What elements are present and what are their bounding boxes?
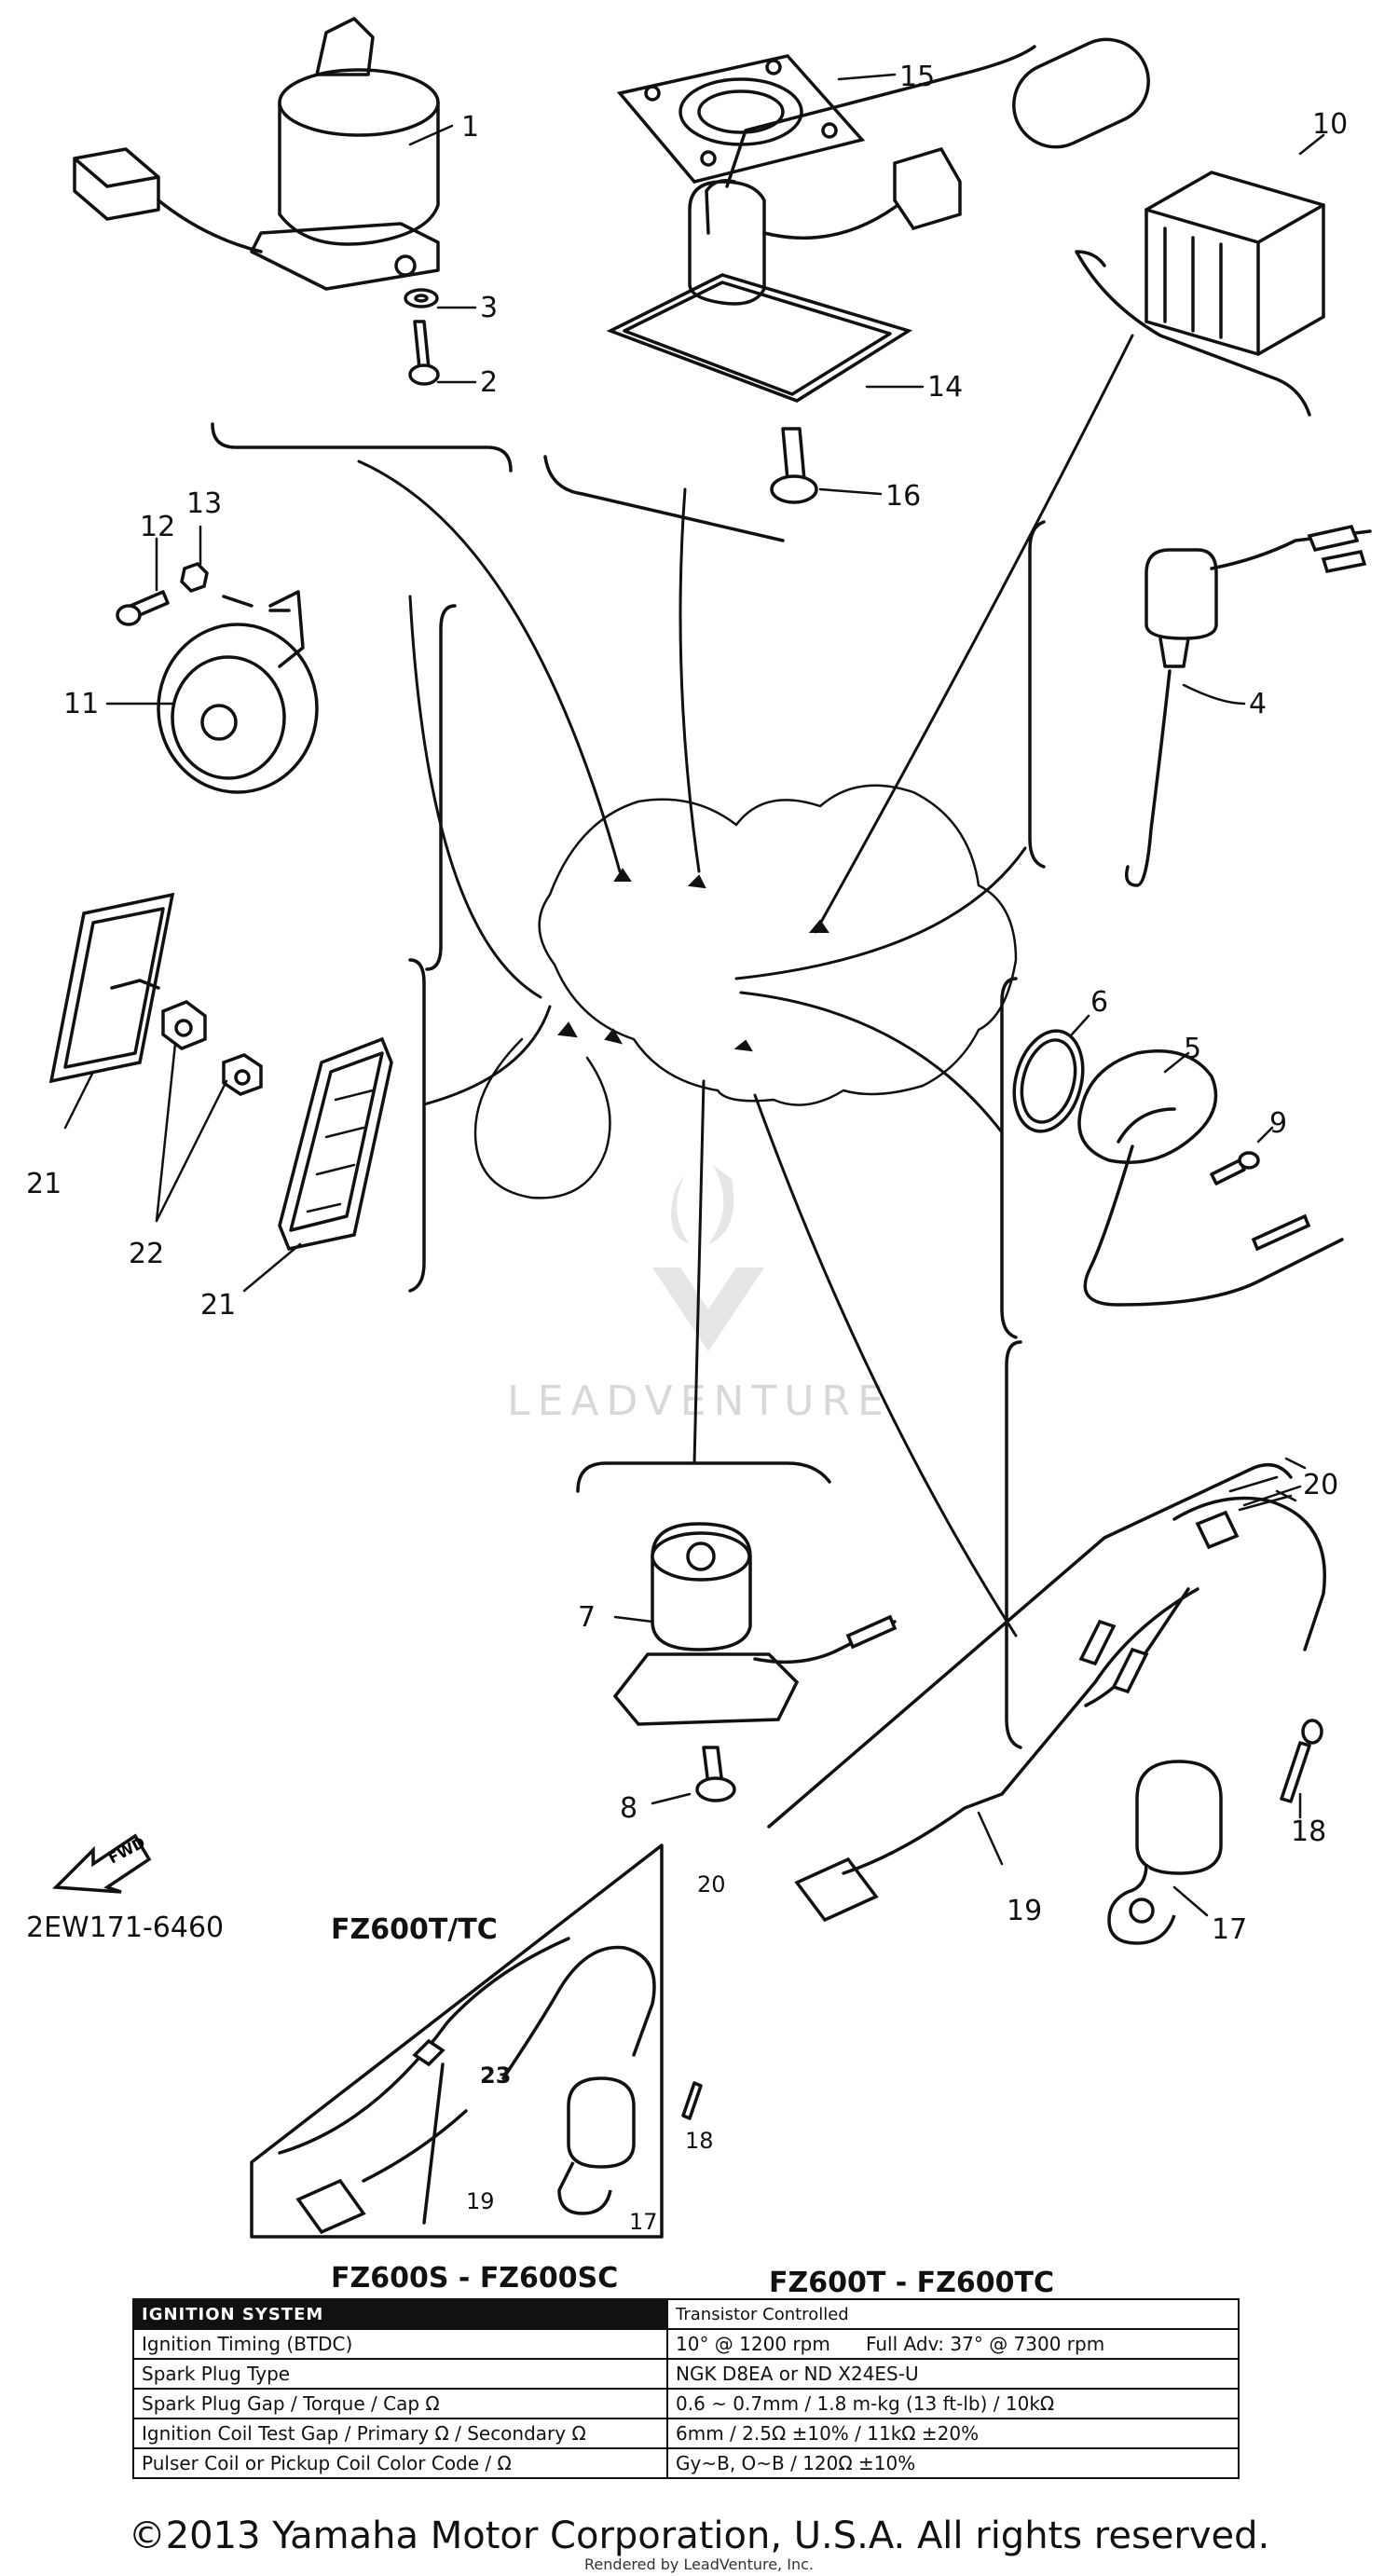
inset-callout-17: 17	[629, 2209, 658, 2235]
nut-part-22	[161, 1000, 263, 1096]
callout-15: 15	[899, 61, 935, 93]
spec-value: 6mm / 2.5Ω ±10% / 11kΩ ±20%	[666, 2418, 1240, 2449]
callout-9: 9	[1269, 1107, 1287, 1140]
callout-13: 13	[186, 487, 222, 520]
washer-part	[404, 288, 439, 308]
neutral-switch-part	[1125, 524, 1372, 887]
callout-5: 5	[1184, 1033, 1201, 1065]
bolt-part-16	[770, 427, 818, 504]
watermark-text: LEADVENTURE	[507, 1377, 891, 1425]
spec-value: NGK D8EA or ND X24ES-U	[666, 2358, 1240, 2390]
spec-value: 10° @ 1200 rpm Full Adv: 37° @ 7300 rpm	[666, 2328, 1240, 2360]
fwd-arrow: FWD	[52, 1833, 152, 1894]
spec-header-value: Transistor Controlled	[666, 2298, 1240, 2330]
inset-callout-20: 20	[697, 1871, 726, 1898]
spec-label: Spark Plug Gap / Torque / Cap Ω	[132, 2388, 668, 2419]
inset-panel: FZ600T/TC	[250, 1843, 703, 2239]
spec-row: Ignition Timing (BTDC) 10° @ 1200 rpm Fu…	[132, 2328, 1240, 2360]
rendered-by-notice: Rendered by LeadVenture, Inc.	[584, 2555, 814, 2573]
screw-part-12	[116, 590, 170, 626]
callout-14: 14	[927, 371, 963, 404]
model-label-left: FZ600S - FZ600SC	[331, 2262, 619, 2295]
callout-8: 8	[620, 1792, 637, 1825]
callout-21-right: 21	[200, 1289, 236, 1322]
screw-part-9	[1210, 1151, 1260, 1185]
bolt-part-8	[695, 1746, 736, 1802]
inset-callout-19: 19	[466, 2188, 495, 2214]
callout-6: 6	[1090, 986, 1108, 1019]
frame-outline	[473, 784, 1018, 1199]
relay-part	[1144, 171, 1325, 356]
leader-lines	[357, 334, 1134, 1637]
callout-12: 12	[140, 511, 175, 543]
reflector-right-part	[278, 1036, 393, 1252]
screw-part-18	[1280, 1719, 1323, 1803]
spec-row: Spark Plug Gap / Torque / Cap Ω 0.6 ~ 0.…	[132, 2388, 1240, 2419]
speed-sensor-part	[1077, 1049, 1344, 1307]
callout-3: 3	[480, 292, 498, 324]
callout-4: 4	[1249, 688, 1267, 720]
inset-callout-18: 18	[685, 2128, 714, 2154]
callout-21-left: 21	[26, 1168, 62, 1200]
spec-header-row: IGNITION SYSTEM Transistor Controlled	[132, 2298, 1240, 2330]
model-label-right: FZ600T - FZ600TC	[769, 2267, 1055, 2299]
coil-part	[612, 1522, 898, 1726]
spec-row: Pulser Coil or Pickup Coil Color Code / …	[132, 2447, 1240, 2479]
callout-2: 2	[480, 366, 498, 399]
spec-label: Ignition Coil Test Gap / Primary Ω / Sec…	[132, 2418, 668, 2449]
spec-row: Ignition Coil Test Gap / Primary Ω / Sec…	[132, 2418, 1240, 2449]
callout-11: 11	[63, 688, 99, 720]
inset-callout-23: 23	[480, 2062, 511, 2089]
spec-header-label: IGNITION SYSTEM	[132, 2298, 668, 2330]
callout-20: 20	[1303, 1469, 1338, 1501]
diagram-code: 2EW171-6460	[26, 1911, 224, 1944]
inset-title: FZ600T/TC	[331, 1913, 498, 1946]
ignition-spec-table: IGNITION SYSTEM Transistor Controlled Ig…	[132, 2298, 1240, 2479]
spec-label: Ignition Timing (BTDC)	[132, 2328, 668, 2360]
callout-7: 7	[578, 1601, 596, 1634]
callout-10: 10	[1312, 108, 1348, 141]
screw-part-2	[408, 320, 440, 386]
group-brackets	[211, 250, 1311, 1829]
callout-17: 17	[1212, 1913, 1247, 1946]
spec-label: Spark Plug Type	[132, 2358, 668, 2390]
callout-16: 16	[885, 480, 921, 513]
spec-label: Pulser Coil or Pickup Coil Color Code / …	[132, 2447, 668, 2479]
callout-22: 22	[129, 1238, 164, 1270]
spec-value: 0.6 ~ 0.7mm / 1.8 m-kg (13 ft-lb) / 10kΩ	[666, 2388, 1240, 2419]
copyright-notice: ©2013 Yamaha Motor Corporation, U.S.A. A…	[128, 2514, 1270, 2557]
horn-part	[157, 590, 319, 794]
callout-18: 18	[1291, 1816, 1326, 1848]
callout-1: 1	[461, 111, 479, 144]
o-ring-part	[1012, 1029, 1085, 1133]
reflector-left-part	[48, 892, 175, 1084]
nut-part-13	[180, 561, 209, 594]
fuel-sender-part	[606, 37, 1150, 403]
callouts: 1 2 3 4 5 6 7 8 9 10 11 12 13 14 15 16 1…	[26, 61, 1348, 2235]
gasket-part	[616, 54, 866, 184]
spec-row: Spark Plug Type NGK D8EA or ND X24ES-U	[132, 2358, 1240, 2390]
callout-19: 19	[1007, 1895, 1042, 1927]
main-switch-part	[73, 17, 440, 291]
spec-value: Gy~B, O~B / 120Ω ±10%	[666, 2447, 1240, 2479]
pickup-harness-part	[794, 1457, 1326, 1945]
